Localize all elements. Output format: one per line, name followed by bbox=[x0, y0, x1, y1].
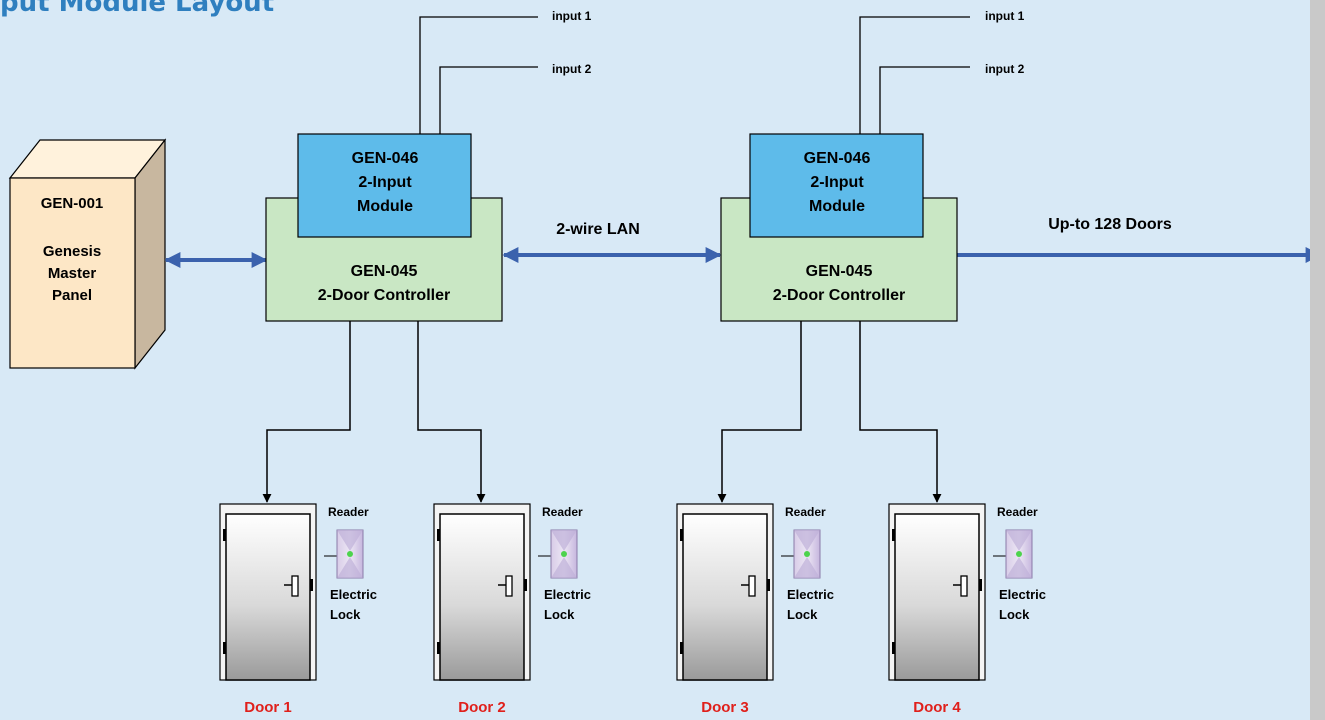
door-hinge bbox=[223, 529, 226, 541]
controller-name: 2-Door Controller bbox=[318, 287, 450, 304]
door-label: Door 4 bbox=[913, 699, 961, 716]
reader-label: Reader bbox=[997, 505, 1038, 519]
master-panel: GEN-001 Genesis Master Panel bbox=[8, 138, 167, 370]
input-1-label: input 1 bbox=[552, 9, 592, 23]
reader-label: Reader bbox=[785, 505, 826, 519]
door-panel bbox=[225, 513, 311, 681]
door-panel bbox=[439, 513, 525, 681]
reader-bevel bbox=[1006, 557, 1032, 578]
door-strike bbox=[767, 579, 770, 591]
lock-label-line2: Lock bbox=[544, 607, 575, 622]
lan-label: 2-wire LAN bbox=[556, 221, 640, 238]
reader-label: Reader bbox=[542, 505, 583, 519]
reader-label: Reader bbox=[328, 505, 369, 519]
door-label: Door 1 bbox=[244, 699, 292, 716]
right-edge-strip bbox=[1310, 0, 1325, 720]
reader-led-icon bbox=[1016, 551, 1022, 557]
master-panel-name-2: Master bbox=[48, 265, 97, 282]
reader-bevel bbox=[1006, 530, 1032, 551]
diagram-title: put Module Layout bbox=[0, 0, 274, 18]
module-id: GEN-046 bbox=[352, 150, 419, 167]
door-handle-plate bbox=[291, 575, 299, 597]
reader-led-icon bbox=[347, 551, 353, 557]
controller-id: GEN-045 bbox=[351, 263, 418, 280]
reader-bevel bbox=[337, 557, 363, 578]
door-panel bbox=[682, 513, 768, 681]
master-panel-name-1: Genesis bbox=[43, 243, 101, 260]
input-module-box bbox=[297, 133, 472, 238]
input-lines-1 bbox=[419, 16, 538, 135]
door-hinge bbox=[437, 642, 440, 654]
controller-1: GEN-046 2-Input Module GEN-045 2-Door Co… bbox=[265, 133, 503, 322]
module-name-1: 2-Input bbox=[810, 174, 864, 191]
controller-name: 2-Door Controller bbox=[773, 287, 905, 304]
reader-led-icon bbox=[561, 551, 567, 557]
module-name-2: Module bbox=[357, 198, 413, 215]
reader-bevel bbox=[551, 530, 577, 551]
door-hinge bbox=[680, 642, 683, 654]
module-name-1: 2-Input bbox=[358, 174, 412, 191]
lock-label-line1: Electric bbox=[330, 587, 377, 602]
lock-label-line1: Electric bbox=[544, 587, 591, 602]
lock-label-line2: Lock bbox=[330, 607, 361, 622]
reader-bevel bbox=[337, 530, 363, 551]
door-hinge bbox=[223, 642, 226, 654]
master-panel-name-3: Panel bbox=[52, 287, 92, 304]
door-panel bbox=[894, 513, 980, 681]
door-hinge bbox=[892, 642, 895, 654]
door-hinge bbox=[437, 529, 440, 541]
lock-label-line1: Electric bbox=[787, 587, 834, 602]
door-handle-plate bbox=[748, 575, 756, 597]
lock-label-line2: Lock bbox=[787, 607, 818, 622]
reader-bevel bbox=[551, 557, 577, 578]
lock-label-line1: Electric bbox=[999, 587, 1046, 602]
door-label: Door 2 bbox=[458, 699, 506, 716]
input-module-box bbox=[749, 133, 924, 238]
door-handle-plate bbox=[960, 575, 968, 597]
master-panel-id: GEN-001 bbox=[41, 195, 104, 212]
lock-label-line2: Lock bbox=[999, 607, 1030, 622]
module-name-2: Module bbox=[809, 198, 865, 215]
door-strike bbox=[979, 579, 982, 591]
door-strike bbox=[524, 579, 527, 591]
door-strike bbox=[310, 579, 313, 591]
reader-bevel bbox=[794, 557, 820, 578]
input-1-label: input 1 bbox=[985, 9, 1025, 23]
door-handle-plate bbox=[505, 575, 513, 597]
module-id: GEN-046 bbox=[804, 150, 871, 167]
door-hinge bbox=[680, 529, 683, 541]
door-arrows bbox=[262, 321, 942, 503]
reader-led-icon bbox=[804, 551, 810, 557]
door-hinge bbox=[892, 529, 895, 541]
controller-2: GEN-046 2-Input Module GEN-045 2-Door Co… bbox=[720, 133, 958, 322]
reader-bevel bbox=[794, 530, 820, 551]
expansion-label: Up-to 128 Doors bbox=[1048, 216, 1172, 233]
input-lines-2 bbox=[859, 16, 970, 135]
door-label: Door 3 bbox=[701, 699, 749, 716]
input-2-label: input 2 bbox=[985, 62, 1025, 76]
input-2-label: input 2 bbox=[552, 62, 592, 76]
controller-id: GEN-045 bbox=[806, 263, 873, 280]
